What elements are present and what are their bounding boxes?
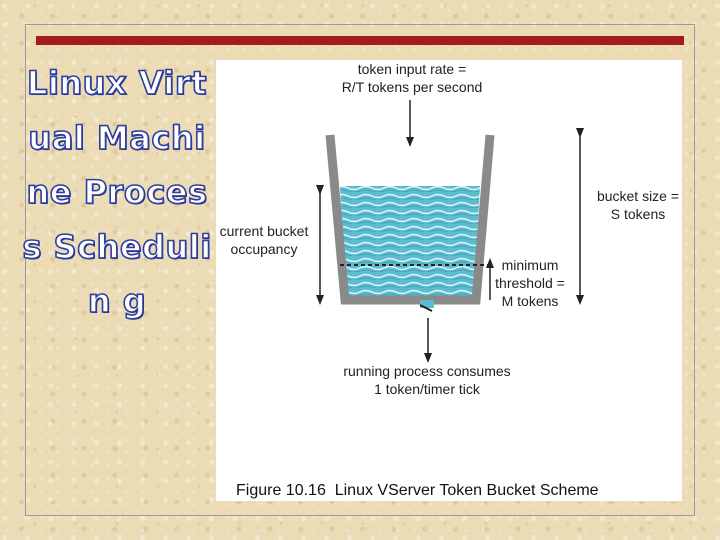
- figure-caption: Figure 10.16 Linux VServer Token Bucket …: [236, 482, 599, 499]
- occupancy-label-2: occupancy: [231, 241, 298, 257]
- threshold-label-3: M tokens: [502, 293, 559, 309]
- slide-title: Linux Virtual Machine Process Schedulin …: [22, 63, 212, 321]
- bucket-size-label-2: S tokens: [611, 206, 665, 222]
- occupancy-label-1: current bucket: [220, 223, 309, 239]
- threshold-label-2: threshold =: [495, 275, 565, 291]
- slide-frame: [25, 24, 695, 516]
- outlet-valve: [419, 304, 433, 312]
- consume-label-2: 1 token/timer tick: [374, 381, 481, 397]
- title-rule: [36, 36, 684, 45]
- consume-label-1: running process consumes: [343, 363, 510, 379]
- bucket-outlet: [420, 300, 434, 308]
- bucket-outline: [325, 134, 495, 305]
- input-rate-label-2: R/T tokens per second: [342, 79, 483, 95]
- bucket-size-label-1: bucket size =: [597, 188, 679, 204]
- threshold-label-1: minimum: [502, 257, 559, 273]
- bucket-water: [340, 186, 480, 298]
- input-rate-label-1: token input rate =: [358, 61, 467, 77]
